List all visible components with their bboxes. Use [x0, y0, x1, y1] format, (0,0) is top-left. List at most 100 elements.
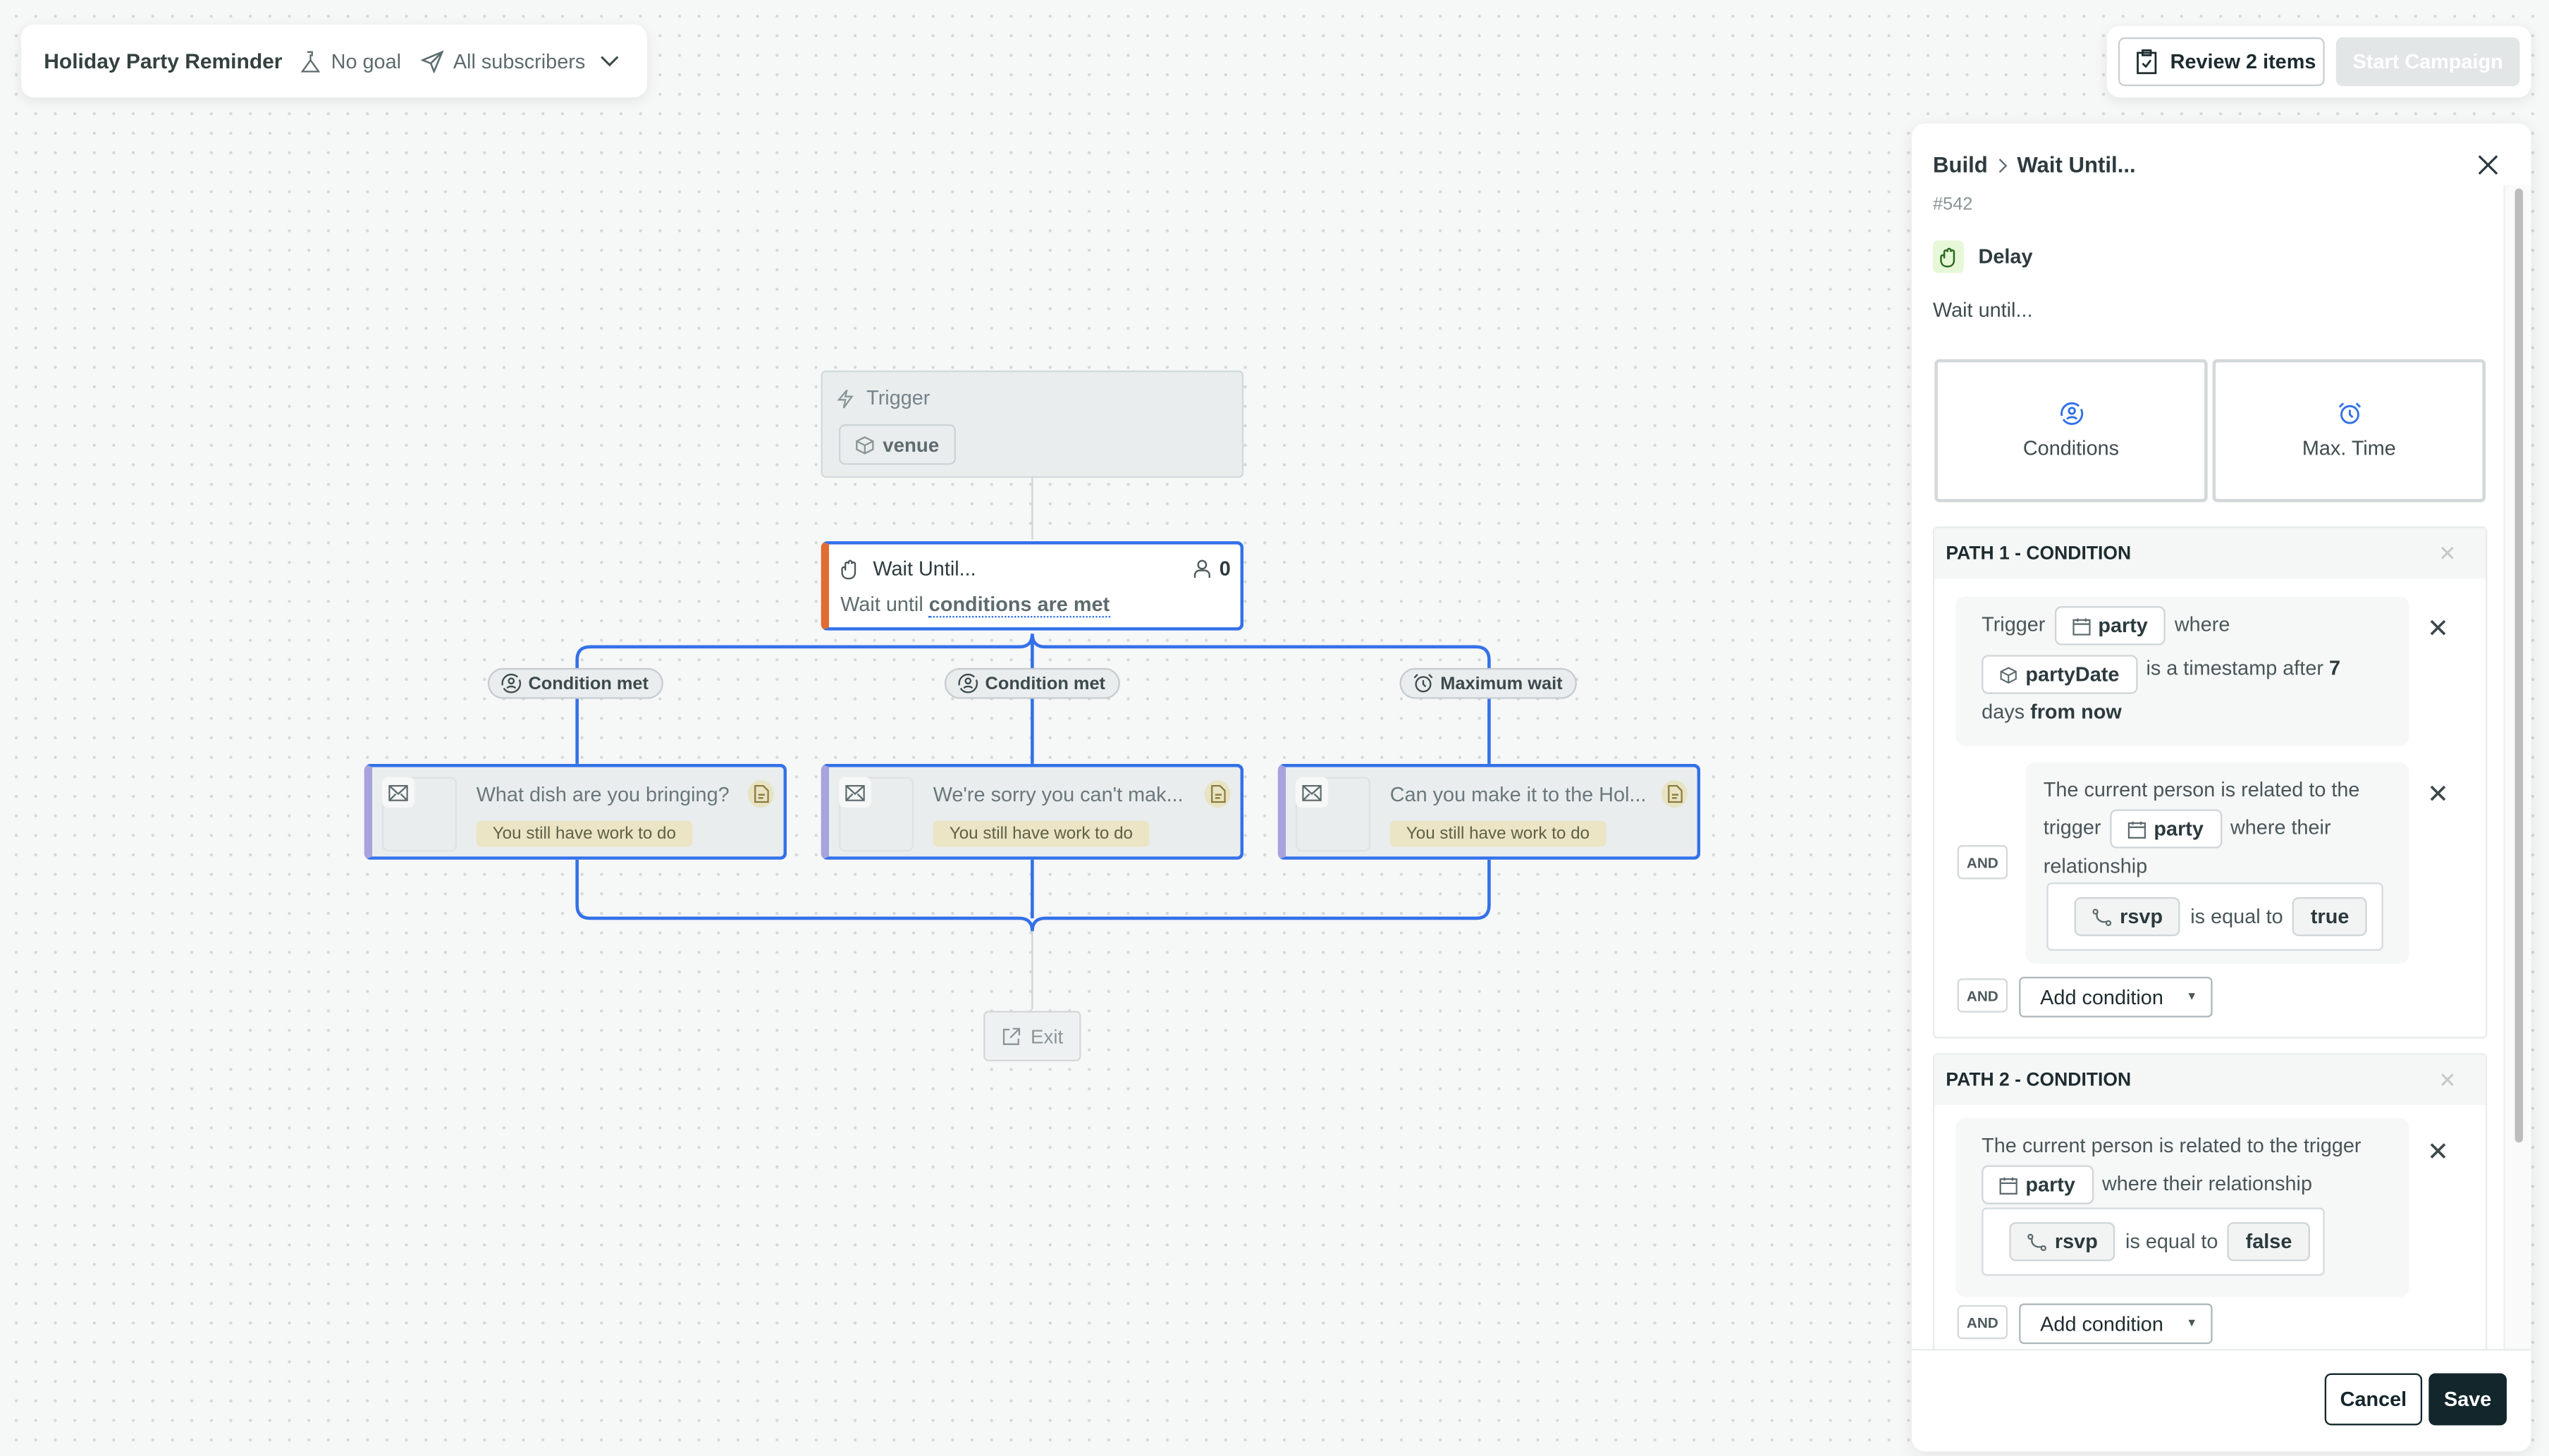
goal-selector[interactable]: No goal: [331, 49, 402, 73]
cond-text: days: [1982, 700, 2025, 724]
audience-selector[interactable]: All subscribers: [453, 49, 586, 73]
email-node-2[interactable]: We're sorry you can't mak... You still h…: [821, 763, 1244, 860]
branch-label-condition-met-2: Condition met: [944, 667, 1120, 699]
scrollbar-track[interactable]: [2503, 185, 2531, 1350]
attribute-token-partydate[interactable]: partyDate: [1982, 655, 2137, 694]
chip-label: venue: [883, 433, 940, 456]
conditions-icon: [500, 673, 522, 694]
value-token[interactable]: false: [2228, 1222, 2310, 1261]
review-label: Review 2 items: [2170, 50, 2316, 73]
envelope-icon: [838, 777, 872, 808]
tab-conditions[interactable]: Conditions: [1934, 359, 2208, 502]
trigger-node[interactable]: Trigger venue: [821, 370, 1244, 478]
chevron-down-icon[interactable]: [600, 54, 620, 67]
envelope-icon: [381, 777, 415, 808]
tab-label: Max. Time: [2302, 437, 2396, 460]
document-icon: [1204, 779, 1231, 808]
caret-down-icon: ▼: [2186, 1318, 2198, 1330]
exit-label: Exit: [1031, 1025, 1064, 1048]
and-operator[interactable]: AND: [1957, 978, 2008, 1013]
lightning-icon: [835, 388, 854, 409]
campaign-actions: Review 2 items Start Campaign: [2106, 25, 2531, 98]
alarm-clock-icon: [2337, 402, 2361, 426]
email-name: What dish are you bringing?: [476, 783, 730, 806]
cond-text: Trigger: [1982, 613, 2046, 636]
path-2-condition: PATH 2 - CONDITION ✕ The current person i…: [1932, 1053, 2488, 1362]
email-node-3[interactable]: Can you make it to the Hol... You still …: [1277, 763, 1701, 860]
object-token-party[interactable]: party: [2110, 809, 2222, 849]
cube-icon: [855, 435, 875, 455]
campaign-header: Holiday Party Reminder No goal All subsc…: [20, 24, 647, 98]
clipboard-check-icon: [2136, 49, 2157, 75]
status-badge: You still have work to do: [1389, 820, 1607, 847]
object-token-party[interactable]: party: [2054, 606, 2166, 646]
conditions-link[interactable]: conditions are met: [929, 593, 1110, 618]
add-condition-label: Add condition: [2040, 985, 2163, 1008]
trigger-venue-chip[interactable]: venue: [838, 424, 956, 465]
wait-desc: Wait until: [840, 593, 923, 617]
remove-path-icon[interactable]: ✕: [2438, 1066, 2457, 1092]
breadcrumb-build[interactable]: Build: [1932, 152, 1988, 178]
and-operator[interactable]: AND: [1957, 1304, 2008, 1340]
campaign-title[interactable]: Holiday Party Reminder: [44, 49, 283, 73]
document-icon: [747, 779, 774, 808]
email-name: Can you make it to the Hol...: [1389, 783, 1647, 806]
operator-text[interactable]: is equal to: [2190, 905, 2283, 928]
save-button[interactable]: Save: [2428, 1373, 2507, 1426]
operator-text[interactable]: is equal to: [2125, 1230, 2218, 1254]
add-condition-label: Add condition: [2040, 1312, 2163, 1335]
tab-label: Conditions: [2022, 437, 2120, 460]
panel-footer: Cancel Save: [1911, 1349, 2531, 1452]
days-value[interactable]: 7: [2329, 657, 2341, 680]
remove-condition-icon[interactable]: ✕: [2427, 616, 2449, 644]
path-title: PATH 2 - CONDITION: [1946, 1070, 2132, 1090]
exit-node[interactable]: Exit: [983, 1011, 1081, 1061]
and-operator[interactable]: AND: [1957, 845, 2008, 880]
close-icon[interactable]: [2478, 154, 2499, 184]
people-count: 0: [1219, 557, 1231, 581]
path-title: PATH 1 - CONDITION: [1946, 543, 2132, 564]
cond-text: where their relationship: [2101, 1172, 2313, 1195]
token-label: partyDate: [2025, 662, 2120, 686]
tab-max-time[interactable]: Max. Time: [2212, 359, 2486, 502]
step-type: Delay: [1978, 245, 2033, 269]
remove-path-icon[interactable]: ✕: [2438, 540, 2457, 565]
relationship-filter: rsvp is equal to true: [2046, 882, 2383, 951]
email-node-1[interactable]: What dish are you bringing? You still ha…: [364, 763, 787, 860]
add-condition-dropdown[interactable]: Add condition ▼: [2019, 1303, 2213, 1345]
external-link-icon: [1002, 1026, 1021, 1046]
remove-condition-icon[interactable]: ✕: [2427, 1139, 2449, 1167]
relative-time-value[interactable]: from now: [2030, 700, 2122, 724]
branch-label-text: Maximum wait: [1440, 673, 1563, 693]
hand-icon: [1932, 240, 1964, 273]
email-name: We're sorry you can't mak...: [933, 783, 1184, 806]
remove-condition-icon[interactable]: ✕: [2427, 782, 2449, 810]
cancel-button[interactable]: Cancel: [2324, 1373, 2423, 1426]
relationship-icon: [2027, 1233, 2047, 1251]
relationship-attr-rsvp[interactable]: rsvp: [2074, 896, 2181, 937]
add-condition-dropdown[interactable]: Add condition▼: [2019, 976, 2213, 1018]
object-token-party[interactable]: party: [1982, 1165, 2094, 1204]
start-campaign-button[interactable]: Start Campaign: [2335, 37, 2520, 87]
branch-label-maximum-wait: Maximum wait: [1399, 667, 1578, 699]
value-token[interactable]: true: [2292, 896, 2367, 937]
cond-text: The current person is related to the tri…: [2043, 778, 2360, 839]
branch-label-condition-met-1: Condition met: [487, 667, 663, 699]
wait-until-node[interactable]: Wait Until... 0 Wait until conditions ar…: [821, 541, 1244, 631]
relationship-attr-rsvp[interactable]: rsvp: [2009, 1222, 2116, 1261]
send-icon: [420, 49, 443, 73]
person-icon: [1193, 559, 1211, 579]
conditions-icon: [2059, 402, 2084, 426]
scrollbar-thumb[interactable]: [2514, 188, 2524, 1143]
document-icon: [1661, 779, 1688, 808]
breadcrumb-current: Wait Until...: [2017, 152, 2136, 178]
review-items-button[interactable]: Review 2 items: [2118, 37, 2325, 87]
relationship-filter: rsvp is equal to false: [1982, 1207, 2325, 1276]
calendar-icon: [2127, 820, 2146, 838]
chevron-right-icon: [1998, 157, 2008, 173]
cond-text: The current person is related to the tri…: [1982, 1134, 2361, 1157]
email-thumbnail: [381, 777, 457, 852]
token-label: rsvp: [2120, 905, 2163, 928]
relationship-icon: [2092, 908, 2112, 925]
